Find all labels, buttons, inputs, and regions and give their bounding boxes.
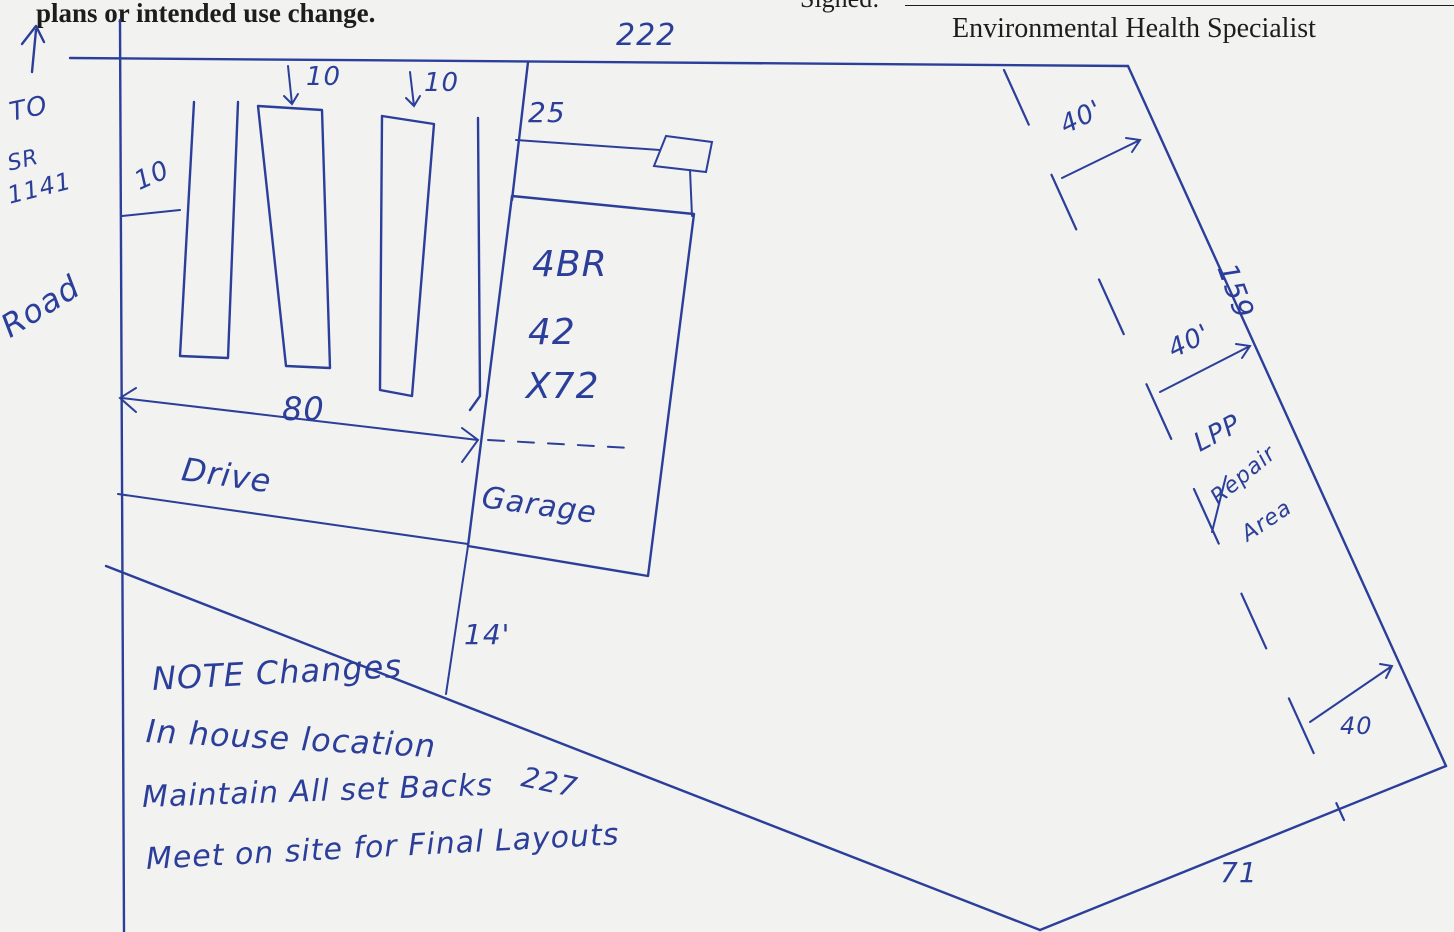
drive-dimension-arrow xyxy=(118,387,480,463)
drive-length-label: 80 xyxy=(282,390,325,428)
house-divider-line xyxy=(510,60,530,202)
top-boundary-length: 222 xyxy=(616,18,677,53)
setback-left-arrow xyxy=(121,209,181,217)
side-setback-label: 14' xyxy=(464,618,511,651)
house-outline xyxy=(466,194,696,578)
repair-dim-2-arrow xyxy=(1159,343,1252,393)
property-line-right xyxy=(1126,64,1448,768)
property-line-top xyxy=(68,56,1130,68)
tank-drop-line xyxy=(689,169,693,217)
repair-dim-3-arrow xyxy=(1309,663,1394,723)
repair-label-mark xyxy=(1211,475,1227,533)
repair-dim-3-label: 40 xyxy=(1340,712,1373,740)
garage-divider xyxy=(487,439,631,449)
repair-area-boundary xyxy=(1002,68,1346,822)
corner-boundary-length: 71 xyxy=(1220,856,1258,889)
signature-line xyxy=(905,5,1454,6)
property-line-left xyxy=(118,18,126,932)
drain-trench-4 xyxy=(468,116,482,412)
setback-top-2-icon xyxy=(405,71,421,108)
side-setback-line xyxy=(445,545,469,695)
setback-top-2-label: 10 xyxy=(424,68,460,98)
drain-trench-2 xyxy=(256,104,332,370)
setback-top-1-label: 10 xyxy=(306,62,342,92)
signer-title: Environmental Health Specialist xyxy=(952,13,1316,44)
form-condition-text: plans or intended use change. xyxy=(36,0,376,28)
house-width: 42 xyxy=(528,312,576,353)
house-bedrooms: 4BR xyxy=(532,244,608,285)
drain-trench-1 xyxy=(178,100,240,360)
house-length: X72 xyxy=(526,366,600,407)
drain-trench-3 xyxy=(378,114,436,398)
property-line-corner xyxy=(1038,764,1448,932)
north-arrow-icon xyxy=(20,24,46,74)
signed-label: Signed: xyxy=(800,0,879,14)
drive-line xyxy=(117,493,469,545)
tank-outline xyxy=(652,134,714,174)
house-to-tank-line xyxy=(515,139,661,151)
property-line-bottom xyxy=(104,564,1042,932)
setback-top-1-icon xyxy=(283,65,299,106)
repair-dim-1-arrow xyxy=(1061,137,1142,179)
setback-house-label: 25 xyxy=(528,96,566,129)
